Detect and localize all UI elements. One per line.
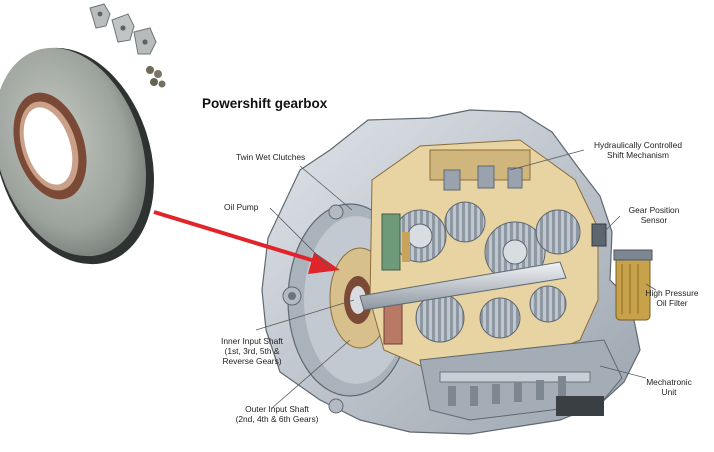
label-oil-pump: Oil Pump: [224, 202, 259, 212]
label-high-pressure-oil-filter: High Pressure Oil Filter: [636, 288, 708, 308]
label-outer-input-shaft: Outer Input Shaft (2nd, 4th & 6th Gears): [222, 404, 332, 424]
label-hydraulic-shift-mechanism: Hydraulically Controlled Shift Mechanism: [584, 140, 692, 160]
outer-shaft-line-1: Outer Input Shaft: [245, 404, 309, 414]
filter-line-1: High Pressure: [645, 288, 699, 298]
inner-shaft-line-2: (1st, 3rd, 5th &: [224, 346, 280, 356]
red-arrow-pointer: [153, 210, 340, 274]
mechatronic-line-2: Unit: [661, 387, 677, 397]
oil-seal-image: [0, 47, 155, 265]
gearbox-illustration: [261, 109, 653, 435]
inner-shaft-line-3: Reverse Gears): [222, 356, 282, 366]
mounting-clips-image: [89, 3, 166, 88]
label-mechatronic-unit: Mechatronic Unit: [636, 377, 702, 397]
label-gear-position-sensor: Gear Position Sensor: [620, 205, 688, 225]
diagram-title: Powershift gearbox: [202, 96, 328, 111]
inner-shaft-line-1: Inner Input Shaft: [221, 336, 283, 346]
label-inner-input-shaft: Inner Input Shaft (1st, 3rd, 5th & Rever…: [210, 336, 294, 366]
hydraulic-shift-line-1: Hydraulically Controlled: [594, 140, 682, 150]
label-twin-wet-clutches: Twin Wet Clutches: [236, 152, 306, 162]
outer-shaft-line-2: (2nd, 4th & 6th Gears): [235, 414, 319, 424]
gear-sensor-line-2: Sensor: [640, 215, 668, 225]
gear-sensor-line-1: Gear Position: [628, 205, 680, 215]
leader-lines: [255, 149, 657, 409]
hydraulic-shift-line-2: Shift Mechanism: [607, 150, 669, 160]
mechatronic-line-1: Mechatronic: [646, 377, 692, 387]
filter-line-2: Oil Filter: [656, 298, 688, 308]
